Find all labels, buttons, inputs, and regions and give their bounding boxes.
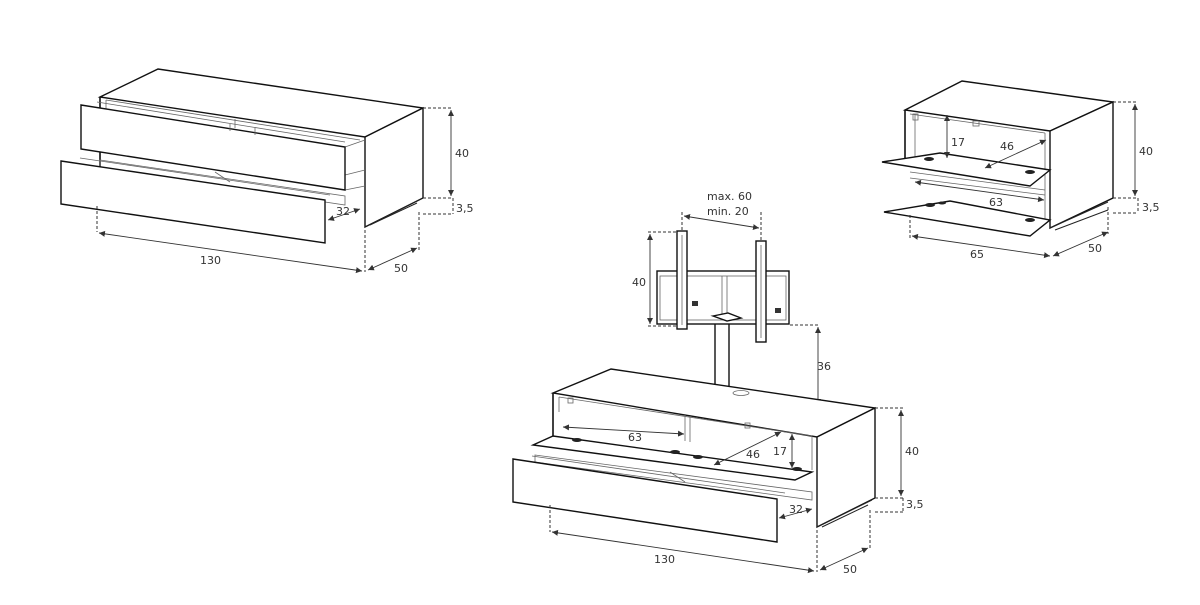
center-flap [530, 435, 815, 481]
center-door-height-label: 17 [773, 445, 787, 458]
right-door-height-label: 17 [951, 136, 965, 149]
left-upper-drawer [80, 104, 346, 191]
center-drawer-depth-label: 32 [789, 503, 803, 516]
center-depth-label: 50 [843, 563, 857, 576]
right-upper-flap [881, 152, 1052, 187]
center-inner-width-label: 63 [628, 431, 642, 444]
left-plinth-label: 3,5 [456, 202, 474, 215]
mount-height-label: 40 [632, 276, 646, 289]
left-height-label: 40 [455, 147, 469, 160]
center-width-label: 130 [654, 553, 675, 566]
right-depth-label: 50 [1088, 242, 1102, 255]
pole-height-label: 36 [817, 360, 831, 373]
right-height-label: 40 [1139, 145, 1153, 158]
tv-mount [656, 230, 790, 396]
mount-min-label: min. 20 [707, 205, 749, 218]
left-depth-label: 50 [394, 262, 408, 275]
right-lower-flap [883, 200, 1052, 237]
right-inner-depth-label: 46 [1000, 140, 1014, 153]
mount-max-label: max. 60 [707, 190, 752, 203]
right-plinth-label: 3,5 [1142, 201, 1160, 214]
left-drawer-depth-label: 32 [336, 205, 350, 218]
right-inner-width-label: 63 [989, 196, 1003, 209]
right-width-label: 65 [970, 248, 984, 261]
center-inner-depth-label: 46 [746, 448, 760, 461]
right-unit: 17 46 63 40 3,5 65 50 [881, 80, 1160, 261]
left-width-label: 130 [200, 254, 221, 267]
center-unit-top [550, 368, 878, 438]
center-height-label: 40 [905, 445, 919, 458]
left-unit: 32 40 3,5 130 50 [60, 68, 474, 275]
center-unit: max. 60 min. 20 40 36 [512, 190, 924, 576]
center-plinth-label: 3,5 [906, 498, 924, 511]
